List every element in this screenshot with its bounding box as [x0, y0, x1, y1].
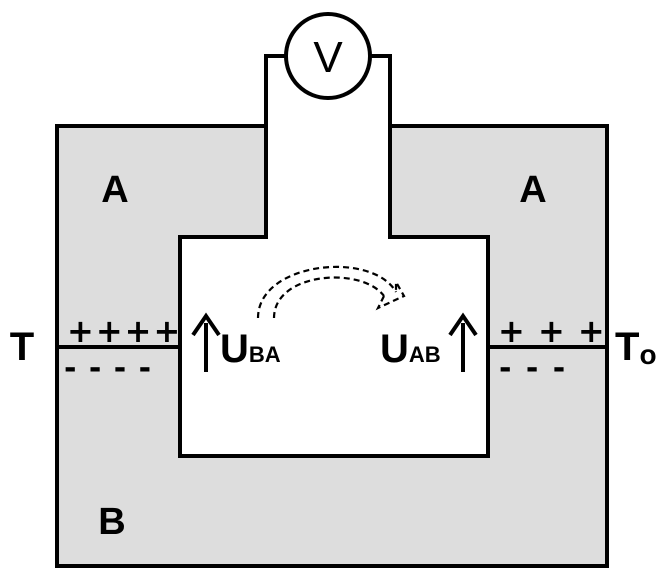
voltmeter-lead-right: [370, 54, 392, 126]
u-ab-label: UAB: [380, 327, 441, 371]
voltmeter-lead-left: [264, 54, 286, 126]
hot-junction-temperature-label: T: [10, 325, 34, 369]
u-ba-label: UBA: [220, 327, 281, 371]
u-ba-main: U: [220, 327, 249, 371]
metal-a-left-region: [57, 126, 266, 347]
u-ab-subscript: AB: [409, 342, 441, 367]
u-ba-arrow-icon: [191, 312, 221, 372]
u-ab-main: U: [380, 327, 409, 371]
hot-junction-positive-charges: ++++: [67, 312, 182, 350]
metal-a-left-label: A: [101, 169, 128, 211]
cold-junction-negative-charges: - - -: [499, 351, 567, 386]
curved-flow-arrow-icon: [256, 265, 406, 319]
metal-a-right-region: [390, 126, 607, 347]
metal-a-right-label: A: [519, 169, 546, 211]
cold-junction-temperature-main: T: [615, 325, 639, 369]
u-ba-subscript: BA: [249, 342, 281, 367]
u-ab-arrow-icon: [448, 312, 478, 372]
cold-junction-temperature-subscript: o: [639, 339, 656, 370]
cold-junction-temperature-label: To: [615, 325, 657, 370]
voltmeter-label: V: [313, 33, 343, 82]
voltmeter: V: [284, 12, 372, 100]
cold-junction-positive-charges: + + +: [498, 312, 606, 350]
hot-junction-negative-charges: - - - -: [64, 351, 152, 386]
voltmeter-circle: [284, 12, 372, 100]
metal-b-label: B: [98, 501, 125, 543]
